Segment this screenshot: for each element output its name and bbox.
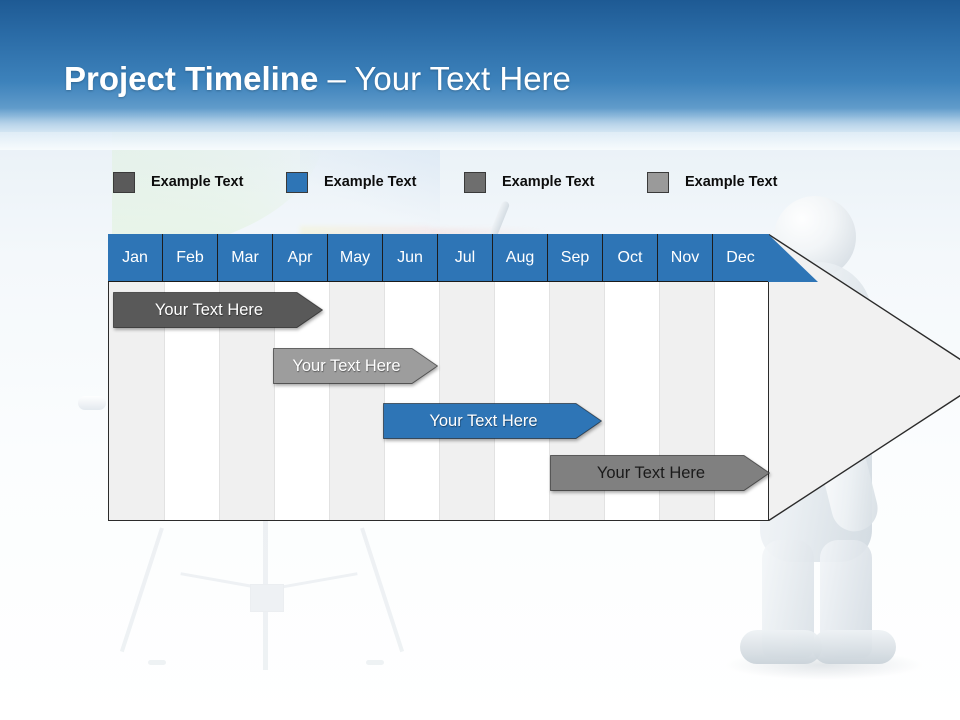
task-bar-shape — [550, 455, 770, 491]
month-header-nov[interactable]: Nov — [658, 234, 713, 281]
easel-center-post — [263, 520, 268, 670]
easel-right-foot — [366, 660, 384, 665]
timeline-task-bar-4[interactable]: Your Text Here — [550, 455, 770, 491]
timeline-arrow-head — [767, 234, 960, 521]
timeline-task-bar-3[interactable]: Your Text Here — [383, 403, 602, 439]
background-header-fade — [0, 108, 960, 150]
timeline-column-divider — [549, 235, 550, 520]
month-header-oct[interactable]: Oct — [603, 234, 658, 281]
month-header-dec[interactable]: Dec — [726, 248, 755, 266]
easel-clamp — [250, 584, 284, 612]
timeline-column-divider — [604, 235, 605, 520]
timeline-column-divider — [164, 235, 165, 520]
easel-right-leg — [360, 527, 405, 653]
timeline-column-divider — [714, 235, 715, 520]
timeline-task-bar-2[interactable]: Your Text Here — [273, 348, 438, 384]
month-header-arrow-tip — [768, 234, 820, 282]
legend-label: Example Text — [685, 174, 778, 190]
legend-swatch-icon — [647, 171, 669, 193]
task-bar-label: Your Text Here — [596, 463, 706, 482]
timeline-task-bar-1[interactable]: Your Text Here — [113, 292, 323, 328]
timeline-column-jan — [109, 235, 164, 520]
month-header-sep[interactable]: Sep — [548, 234, 603, 281]
legend-item-4[interactable]: Example Text — [647, 170, 777, 194]
task-bar-label: Your Text Here — [154, 300, 264, 319]
task-bar-shape — [113, 292, 323, 328]
legend-item-2[interactable]: Example Text — [286, 170, 416, 194]
legend-label: Example Text — [151, 174, 244, 190]
legend-label: Example Text — [324, 174, 417, 190]
timeline-column-divider — [659, 235, 660, 520]
month-header-apr[interactable]: Apr — [273, 234, 328, 281]
month-header-aug[interactable]: Aug — [493, 234, 548, 281]
timeline-column-divider — [219, 235, 220, 520]
month-header-mar[interactable]: Mar — [218, 234, 273, 281]
easel-left-foot — [148, 660, 166, 665]
easel-left-leg — [119, 527, 164, 653]
page-title: Project Timeline – Your Text Here — [64, 58, 571, 100]
figure-right-foot — [812, 630, 896, 664]
timeline-column-divider — [439, 235, 440, 520]
legend-swatch-icon — [286, 171, 308, 193]
month-header-jan[interactable]: Jan — [108, 234, 163, 281]
legend-item-1[interactable]: Example Text — [113, 170, 243, 194]
legend-swatch-icon — [464, 171, 486, 193]
figure-left-foot — [740, 630, 822, 664]
easel-side-knob — [78, 396, 106, 410]
legend-swatch-icon — [113, 171, 135, 193]
task-bar-label: Your Text Here — [429, 411, 538, 430]
page-title-separator: – — [318, 60, 355, 97]
task-bar-shape — [383, 403, 602, 439]
page-title-strong: Project Timeline — [64, 60, 319, 97]
legend: Example Text Example Text Example Text Exam… — [113, 170, 833, 194]
timeline-column-jul — [439, 235, 494, 520]
task-bar-label: Your Text Here — [292, 356, 401, 375]
month-header-jun[interactable]: Jun — [383, 234, 438, 281]
month-header-feb[interactable]: Feb — [163, 234, 218, 281]
page-title-light: Your Text Here — [354, 60, 571, 97]
timeline-column-mar — [219, 235, 274, 520]
month-header-may[interactable]: May — [328, 234, 383, 281]
legend-label: Example Text — [502, 174, 595, 190]
legend-item-3[interactable]: Example Text — [464, 170, 594, 194]
easel-tripod-graphic — [119, 520, 540, 670]
task-bar-shape — [273, 348, 438, 384]
timeline-column-divider — [494, 235, 495, 520]
month-header-jul[interactable]: Jul — [438, 234, 493, 281]
